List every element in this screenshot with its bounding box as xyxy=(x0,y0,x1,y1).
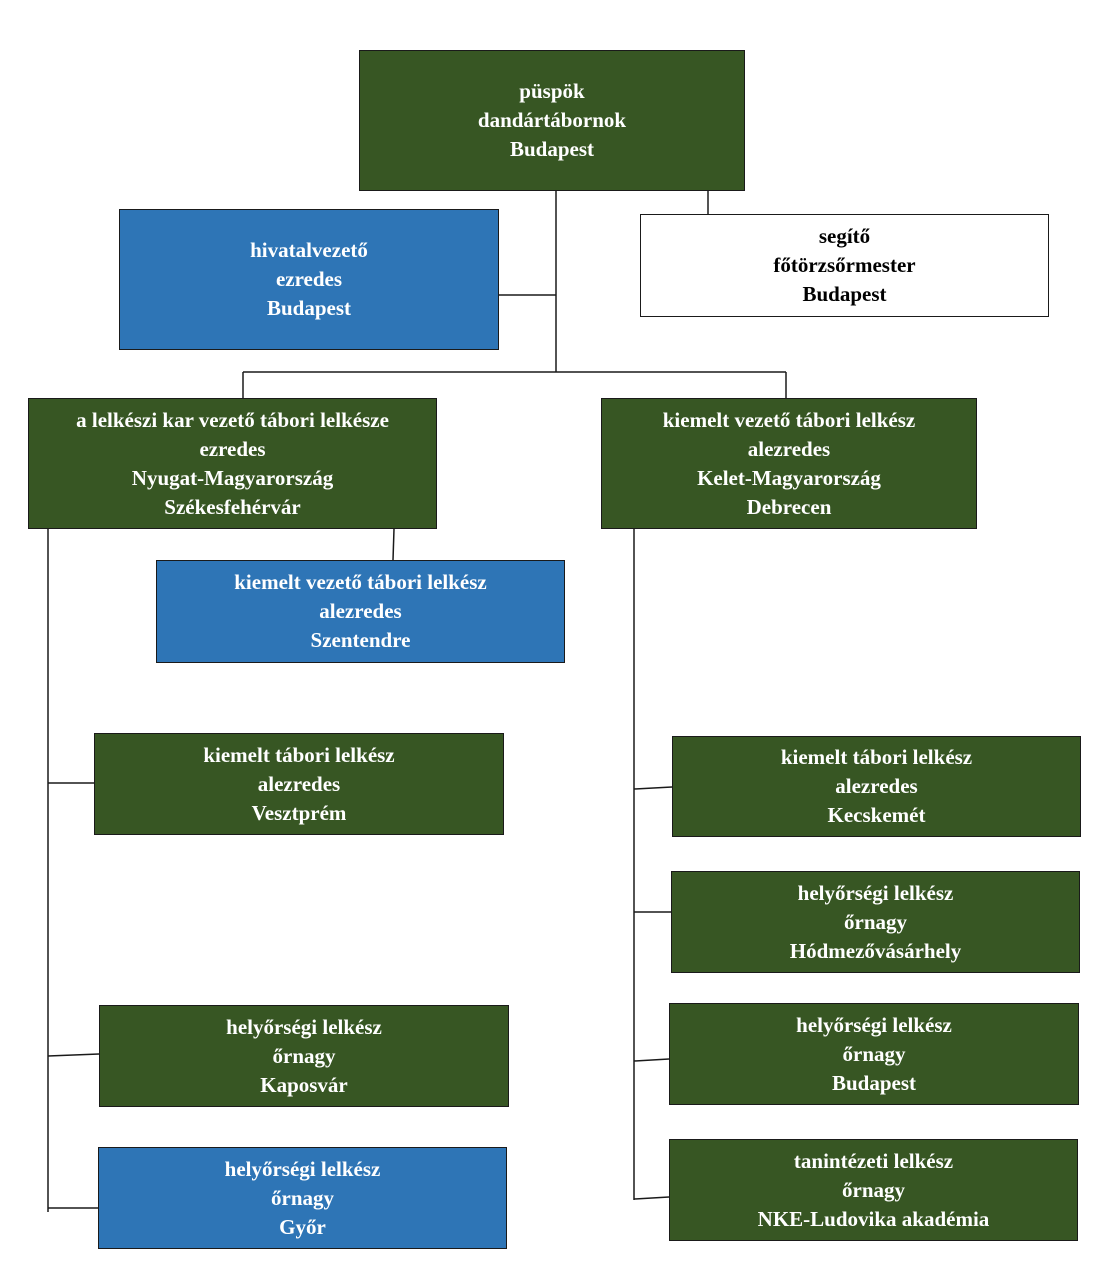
szentendre-box: kiemelt vezető tábori lelkész alezredes … xyxy=(156,560,565,663)
veszprem-rank: alezredes xyxy=(257,771,341,796)
gyor-title: helyőrségi lelkész xyxy=(224,1156,381,1181)
bishop-box: püspök dandártábornok Budapest xyxy=(359,50,745,191)
bishop-title: püspök xyxy=(519,79,585,103)
head-office-title: hivatalvezető xyxy=(250,238,368,262)
connector-nke xyxy=(633,1196,670,1200)
west-lead-region: Nyugat-Magyarország xyxy=(131,465,334,490)
east-lead-region: Kelet-Magyarország xyxy=(697,465,881,490)
west-lead-title: a lelkészi kar vezető tábori lelkésze xyxy=(76,407,389,432)
kecskemet-box: kiemelt tábori lelkész alezredes Kecskem… xyxy=(672,736,1081,837)
kaposvar-title: helyőrségi lelkész xyxy=(226,1014,382,1039)
veszprem-title: kiemelt tábori lelkész xyxy=(203,742,395,767)
connector-kaposvar xyxy=(47,1053,100,1057)
west-lead-location: Székesfehérvár xyxy=(164,494,301,519)
assistant-box: segítő főtörzsőrmester Budapest xyxy=(640,214,1049,317)
szentendre-title: kiemelt vezető tábori lelkész xyxy=(234,570,487,594)
budapest-garrison-title: helyőrségi lelkész xyxy=(796,1012,952,1037)
bishop-location: Budapest xyxy=(509,137,595,161)
nke-box: tanintézeti lelkész őrnagy NKE-Ludovika … xyxy=(669,1139,1078,1241)
kaposvar-location: Kaposvár xyxy=(260,1072,348,1097)
gyor-location: Győr xyxy=(279,1214,326,1239)
kecskemet-location: Kecskemét xyxy=(827,803,926,827)
hodmezovasarhely-box: helyőrségi lelkész őrnagy Hódmezővásárhe… xyxy=(671,871,1080,973)
assistant-rank: főtörzsőrmester xyxy=(773,253,916,277)
connector-kecskemet xyxy=(633,786,673,790)
bishop-rank: dandártábornok xyxy=(477,108,627,132)
kecskemet-title: kiemelt tábori lelkész xyxy=(780,745,973,769)
veszprem-location: Vesztprém xyxy=(251,800,347,825)
east-lead-location: Debrecen xyxy=(746,494,832,519)
kaposvar-rank: őrnagy xyxy=(272,1043,336,1068)
gyor-box: helyőrségi lelkész őrnagy Győr xyxy=(98,1147,507,1249)
hodmezovasarhely-location: Hódmezővásárhely xyxy=(789,938,962,963)
budapest-garrison-box: helyőrségi lelkész őrnagy Budapest xyxy=(669,1003,1079,1105)
hodmezovasarhely-rank: őrnagy xyxy=(844,909,907,934)
east-lead-title: kiemelt vezető tábori lelkész xyxy=(662,407,916,432)
szentendre-location: Szentendre xyxy=(310,628,411,652)
kecskemet-rank: alezredes xyxy=(835,774,918,798)
gyor-rank: őrnagy xyxy=(271,1185,334,1210)
budapest-garrison-location: Budapest xyxy=(831,1070,917,1095)
assistant-title: segítő xyxy=(818,224,871,248)
east-lead-box: kiemelt vezető tábori lelkész alezredes … xyxy=(601,398,977,529)
west-lead-rank: ezredes xyxy=(199,436,266,461)
head-office-box: hivatalvezető ezredes Budapest xyxy=(119,209,499,350)
connector-budapest-garrison xyxy=(633,1058,670,1062)
head-office-rank: ezredes xyxy=(275,267,343,291)
connector-szentendre xyxy=(392,528,395,561)
hodmezovasarhely-title: helyőrségi lelkész xyxy=(797,880,954,905)
west-lead-box: a lelkészi kar vezető tábori lelkésze ez… xyxy=(28,398,437,529)
budapest-garrison-rank: őrnagy xyxy=(842,1041,906,1066)
assistant-location: Budapest xyxy=(802,282,887,306)
nke-title: tanintézeti lelkész xyxy=(793,1148,954,1173)
head-office-location: Budapest xyxy=(266,296,352,320)
nke-location: NKE-Ludovika akadémia xyxy=(757,1206,990,1231)
veszprem-box: kiemelt tábori lelkész alezredes Vesztpr… xyxy=(94,733,504,835)
east-lead-rank: alezredes xyxy=(747,436,831,461)
nke-rank: őrnagy xyxy=(842,1177,905,1202)
kaposvar-box: helyőrségi lelkész őrnagy Kaposvár xyxy=(99,1005,509,1107)
szentendre-rank: alezredes xyxy=(319,599,402,623)
